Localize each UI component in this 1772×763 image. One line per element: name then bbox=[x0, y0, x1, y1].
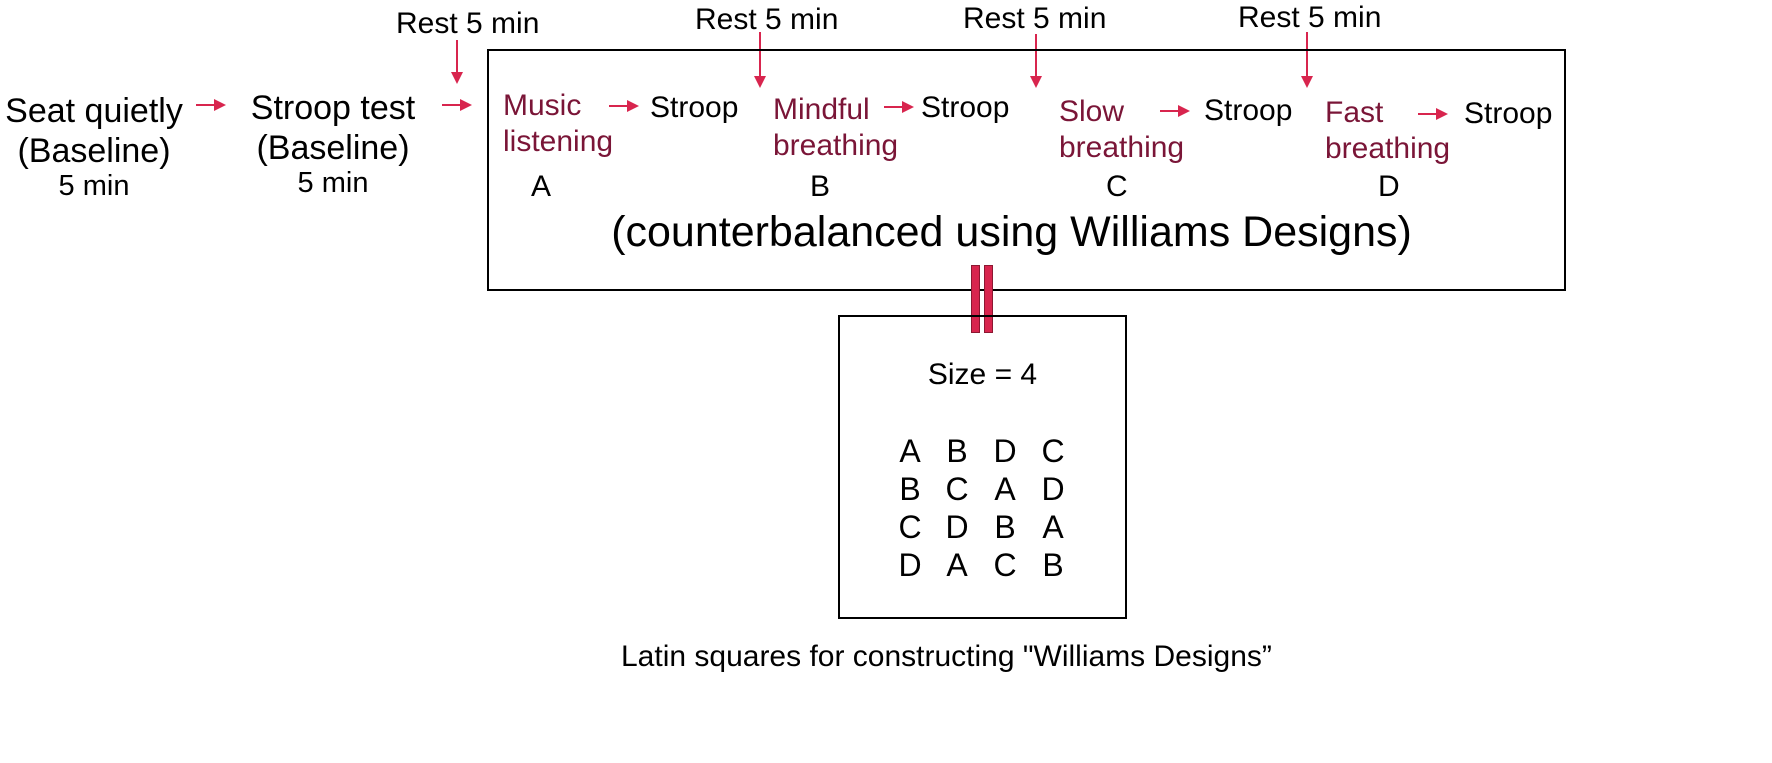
condition-d-label: Fast breathing bbox=[1325, 98, 1450, 164]
stroop-baseline-duration: 5 min bbox=[297, 167, 369, 199]
latin-square-cell: C bbox=[993, 547, 1017, 583]
condition-b-line2: breathing bbox=[773, 129, 899, 162]
condition-a-label: Music listening bbox=[503, 91, 613, 157]
latin-square-cell: B bbox=[946, 433, 968, 469]
condition-b-letter: B bbox=[810, 170, 831, 203]
stroop-baseline-baseline: (Baseline) bbox=[256, 129, 410, 167]
seat-quietly-duration: 5 min bbox=[58, 170, 130, 202]
condition-a-letter: A bbox=[531, 170, 552, 203]
latin-square-cell: C bbox=[898, 509, 922, 545]
condition-c-letter: C bbox=[1106, 170, 1128, 203]
condition-d-line1: Fast bbox=[1325, 96, 1384, 129]
latin-square-cell: B bbox=[994, 509, 1016, 545]
latin-square-cell: A bbox=[946, 547, 968, 583]
rest-arrow-2 bbox=[754, 32, 766, 88]
rest-arrow-3 bbox=[1030, 34, 1042, 88]
rest-label-3: Rest 5 min bbox=[963, 2, 1107, 35]
arrow-d-to-stroop bbox=[1418, 108, 1448, 120]
latin-square-box bbox=[838, 315, 1127, 619]
latin-square-caption: Latin squares for constructing "Williams… bbox=[621, 640, 1272, 673]
stroop-after-b: Stroop bbox=[921, 91, 1010, 124]
condition-b-line1: Mindful bbox=[773, 93, 870, 126]
counterbalanced-block bbox=[487, 49, 1566, 291]
rest-arrow-1 bbox=[451, 40, 463, 84]
latin-square-cell: A bbox=[1042, 509, 1064, 545]
condition-c-label: Slow breathing bbox=[1059, 97, 1184, 163]
stroop-baseline-label: Stroop test (Baseline) 5 min bbox=[244, 91, 422, 198]
seat-quietly-label: Seat quietly (Baseline) 5 min bbox=[2, 94, 186, 201]
latin-square-cell: A bbox=[899, 433, 921, 469]
arrow-a-to-stroop bbox=[609, 100, 639, 112]
rest-label-1: Rest 5 min bbox=[396, 7, 540, 40]
rest-arrow-4 bbox=[1301, 32, 1313, 88]
latin-square-size: Size = 4 bbox=[927, 358, 1038, 391]
arrow-stroop-to-block bbox=[442, 99, 472, 111]
latin-square-cell: B bbox=[899, 471, 921, 507]
condition-d-letter: D bbox=[1378, 170, 1400, 203]
latin-square-cell: A bbox=[994, 471, 1016, 507]
stroop-after-a: Stroop bbox=[650, 91, 739, 124]
connector-bar-left bbox=[971, 265, 980, 333]
connector-bar-right bbox=[984, 265, 993, 333]
latin-square-cell: C bbox=[1041, 433, 1065, 469]
condition-d-line2: breathing bbox=[1325, 132, 1451, 165]
latin-square-cell: D bbox=[993, 433, 1017, 469]
stroop-baseline-title: Stroop test bbox=[250, 89, 416, 127]
condition-a-line1: Music bbox=[503, 89, 582, 122]
arrow-c-to-stroop bbox=[1160, 105, 1190, 117]
stroop-after-d: Stroop bbox=[1464, 97, 1553, 130]
rest-label-2: Rest 5 min bbox=[695, 3, 839, 36]
rest-label-4: Rest 5 min bbox=[1238, 1, 1382, 34]
condition-c-line2: breathing bbox=[1059, 131, 1185, 164]
condition-c-line1: Slow bbox=[1059, 95, 1125, 128]
latin-square-cell: D bbox=[1041, 471, 1065, 507]
latin-square-cell: D bbox=[945, 509, 969, 545]
arrow-b-to-stroop bbox=[884, 101, 914, 113]
condition-b-label: Mindful breathing bbox=[773, 95, 898, 161]
counterbalanced-caption: (counterbalanced using Williams Designs) bbox=[611, 208, 1412, 256]
condition-a-line2: listening bbox=[503, 125, 614, 158]
arrow-seat-to-stroop bbox=[196, 99, 226, 111]
latin-square-cell: B bbox=[1042, 547, 1064, 583]
latin-square-cell: C bbox=[945, 471, 969, 507]
seat-quietly-baseline: (Baseline) bbox=[17, 132, 171, 170]
stroop-after-c: Stroop bbox=[1204, 94, 1293, 127]
seat-quietly-title: Seat quietly bbox=[5, 92, 183, 130]
latin-square-cell: D bbox=[898, 547, 922, 583]
